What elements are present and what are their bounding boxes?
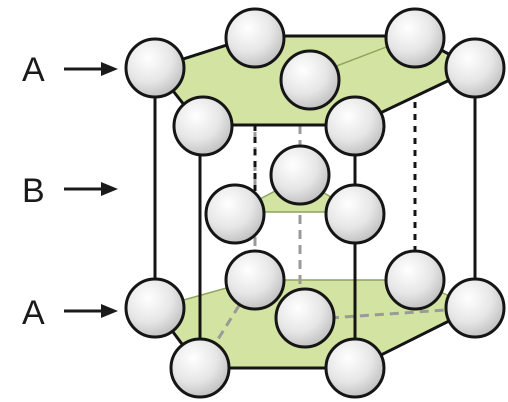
layer-label-top: A bbox=[22, 51, 118, 89]
atom-bottom-center bbox=[274, 287, 336, 349]
bottom-plane-front-edges bbox=[153, 306, 476, 370]
arrow-top-icon bbox=[64, 62, 118, 76]
atom-top-front-right bbox=[324, 95, 386, 157]
atom-middle-back bbox=[269, 144, 331, 206]
atom-top-right bbox=[444, 37, 506, 99]
atom-top-back-left bbox=[224, 7, 286, 69]
atom-top-back-right bbox=[384, 7, 446, 69]
atom-bottom-right bbox=[444, 277, 506, 339]
atom-middle-right bbox=[324, 183, 386, 245]
layer-label-bottom: A bbox=[22, 294, 118, 332]
front-vertical-edges bbox=[153, 68, 477, 368]
atoms bbox=[124, 7, 506, 399]
atom-bottom-front-left bbox=[169, 337, 231, 399]
atom-top-front-left bbox=[172, 95, 234, 157]
layer-label-bottom-text: A bbox=[22, 294, 45, 332]
layer-label-middle-text: B bbox=[22, 172, 45, 210]
arrow-middle-icon bbox=[64, 182, 118, 196]
atom-bottom-left bbox=[124, 277, 186, 339]
atom-bottom-front-right bbox=[324, 337, 386, 399]
atom-bottom-back-left bbox=[224, 249, 286, 311]
atom-bottom-back-right bbox=[384, 249, 446, 311]
layer-label-middle: B bbox=[22, 172, 118, 210]
atom-top-center bbox=[279, 49, 341, 111]
arrow-bottom-icon bbox=[64, 304, 118, 318]
atom-top-left bbox=[124, 37, 186, 99]
layer-label-top-text: A bbox=[22, 51, 45, 89]
atom-middle-left bbox=[204, 183, 266, 245]
